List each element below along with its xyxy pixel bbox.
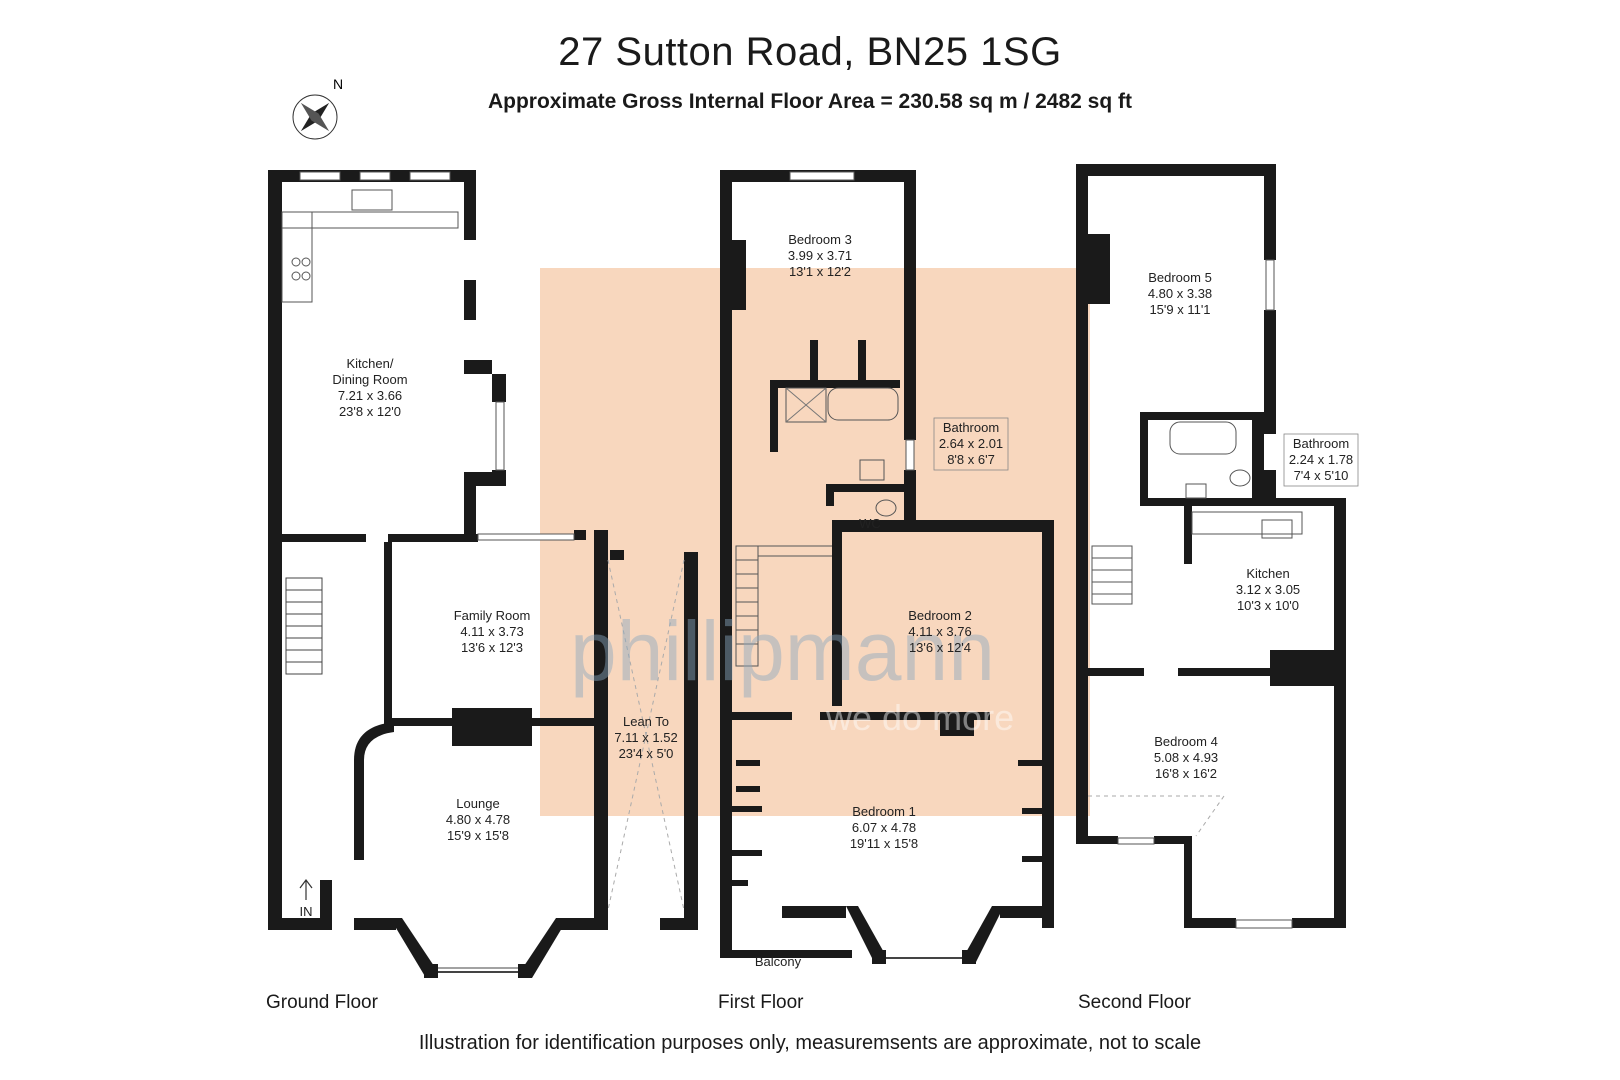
compass-north-label: N — [333, 76, 343, 92]
svg-text:4.80 x 4.78: 4.80 x 4.78 — [446, 812, 510, 827]
floor-area-subtitle: Approximate Gross Internal Floor Area = … — [487, 90, 1133, 113]
svg-text:Lounge: Lounge — [456, 796, 499, 811]
svg-text:19'11 x 15'8: 19'11 x 15'8 — [850, 836, 918, 851]
first-staircase — [735, 545, 832, 667]
watermark-tagline: we do more — [825, 697, 1014, 738]
svg-text:16'8 x 16'2: 16'8 x 16'2 — [1155, 766, 1217, 781]
first-floor-plan — [720, 170, 1054, 964]
svg-text:Kitchen: Kitchen — [1246, 566, 1289, 581]
svg-text:13'6 x 12'4: 13'6 x 12'4 — [909, 640, 971, 655]
room-lounge: Lounge 4.80 x 4.78 15'9 x 15'8 — [446, 796, 510, 843]
floor-label-first: First Floor — [718, 992, 804, 1013]
svg-text:4.80 x 3.38: 4.80 x 3.38 — [1148, 286, 1212, 301]
room-kitchen-dining: Kitchen/ Dining Room 7.21 x 3.66 23'8 x … — [332, 356, 407, 419]
room-bedroom-4: Bedroom 4 5.08 x 4.93 16'8 x 16'2 — [1154, 734, 1218, 781]
room-bathroom-first: Bathroom 2.64 x 2.01 8'8 x 6'7 — [933, 417, 1009, 471]
svg-text:13'1 x 12'2: 13'1 x 12'2 — [789, 264, 851, 279]
ground-staircase — [285, 577, 323, 675]
watermark-brand: phillipmann — [570, 604, 995, 698]
watermark-logo: phillipmann we do more — [570, 604, 1014, 738]
svg-text:6.07 x 4.78: 6.07 x 4.78 — [852, 820, 916, 835]
room-bedroom-5: Bedroom 5 4.80 x 3.38 15'9 x 11'1 — [1148, 270, 1212, 317]
svg-text:8'8 x 6'7: 8'8 x 6'7 — [947, 452, 995, 467]
room-kitchen-second: Kitchen 3.12 x 3.05 10'3 x 10'0 — [1236, 566, 1300, 613]
svg-text:13'6 x 12'3: 13'6 x 12'3 — [461, 640, 523, 655]
svg-text:2.24 x 1.78: 2.24 x 1.78 — [1289, 452, 1353, 467]
svg-text:Bedroom 3: Bedroom 3 — [788, 232, 852, 247]
svg-text:2.64 x 2.01: 2.64 x 2.01 — [939, 436, 1003, 451]
svg-text:5.08 x 4.93: 5.08 x 4.93 — [1154, 750, 1218, 765]
room-bedroom-1: Bedroom 1 6.07 x 4.78 19'11 x 15'8 — [850, 804, 918, 851]
svg-text:Family Room: Family Room — [454, 608, 531, 623]
svg-text:7.21 x 3.66: 7.21 x 3.66 — [338, 388, 402, 403]
svg-text:Bedroom 4: Bedroom 4 — [1154, 734, 1218, 749]
svg-text:10'3 x 10'0: 10'3 x 10'0 — [1237, 598, 1299, 613]
second-floor-plan — [1076, 164, 1346, 929]
svg-text:23'8 x 12'0: 23'8 x 12'0 — [339, 404, 401, 419]
svg-text:Bedroom 2: Bedroom 2 — [908, 608, 972, 623]
svg-text:3.99 x 3.71: 3.99 x 3.71 — [788, 248, 852, 263]
room-wc: WC — [859, 516, 881, 531]
svg-text:Kitchen/: Kitchen/ — [347, 356, 394, 371]
svg-text:15'9 x 15'8: 15'9 x 15'8 — [447, 828, 509, 843]
room-lean-to: Lean To 7.11 x 1.52 23'4 x 5'0 — [614, 714, 677, 761]
svg-text:15'9 x 11'1: 15'9 x 11'1 — [1149, 302, 1210, 317]
room-bedroom-3: Bedroom 3 3.99 x 3.71 13'1 x 12'2 — [788, 232, 852, 279]
svg-text:4.11 x 3.73: 4.11 x 3.73 — [460, 624, 523, 639]
room-bathroom-second: Bathroom 2.24 x 1.78 7'4 x 5'10 — [1283, 433, 1359, 487]
svg-text:7'4 x 5'10: 7'4 x 5'10 — [1294, 468, 1349, 483]
entrance-label: IN — [300, 904, 313, 919]
room-family: Family Room 4.11 x 3.73 13'6 x 12'3 — [454, 608, 531, 655]
svg-text:Bedroom 5: Bedroom 5 — [1148, 270, 1212, 285]
room-balcony: Balcony — [755, 954, 802, 969]
svg-text:Dining Room: Dining Room — [332, 372, 407, 387]
compass-rose-icon: N — [292, 76, 343, 140]
svg-text:7.11 x 1.52: 7.11 x 1.52 — [614, 730, 677, 745]
svg-text:Bedroom 1: Bedroom 1 — [852, 804, 916, 819]
second-staircase — [1091, 545, 1133, 605]
floor-label-second: Second Floor — [1078, 992, 1192, 1013]
svg-text:Lean To: Lean To — [623, 714, 669, 729]
ground-floor-plan — [268, 170, 698, 978]
svg-text:Bathroom: Bathroom — [943, 420, 999, 435]
floor-label-ground: Ground Floor — [266, 992, 378, 1013]
disclaimer-footer: Illustration for identification purposes… — [418, 1032, 1202, 1054]
svg-text:3.12 x 3.05: 3.12 x 3.05 — [1236, 582, 1300, 597]
svg-text:4.11 x 3.76: 4.11 x 3.76 — [908, 624, 971, 639]
svg-text:23'4 x 5'0: 23'4 x 5'0 — [619, 746, 674, 761]
room-bedroom-2: Bedroom 2 4.11 x 3.76 13'6 x 12'4 — [908, 608, 972, 655]
svg-text:Bathroom: Bathroom — [1293, 436, 1349, 451]
page-title: 27 Sutton Road, BN25 1SG — [558, 30, 1062, 74]
